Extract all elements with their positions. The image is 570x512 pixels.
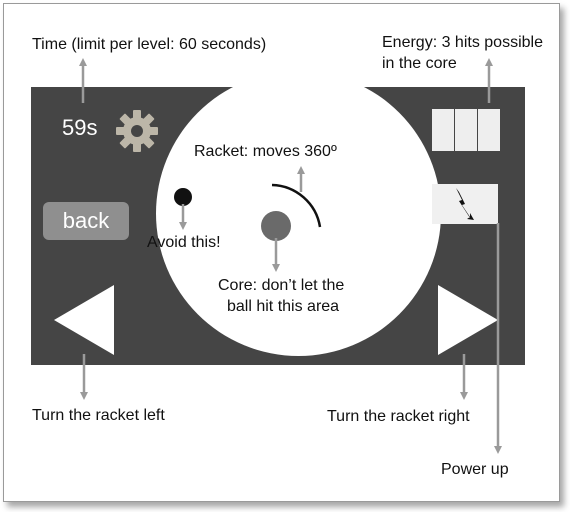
core-annotation-line1: Core: don’t let the: [218, 277, 345, 294]
energy-segment: [478, 109, 500, 151]
timer-display: 59s: [62, 115, 98, 140]
energy-segment: [432, 109, 454, 151]
turn-right-annotation: Turn the racket right: [327, 408, 470, 425]
triangle-right-icon[interactable]: [438, 285, 500, 355]
triangle-left-icon[interactable]: [54, 285, 116, 355]
game-screen: 59s back: [31, 71, 525, 365]
energy-segment: [455, 109, 477, 151]
time-annotation: Time (limit per level: 60 seconds): [32, 36, 267, 53]
gear-icon[interactable]: [113, 107, 161, 155]
avoid-annotation: Avoid this!: [147, 234, 221, 251]
back-button[interactable]: back: [43, 202, 129, 240]
energy-annotation-line2: in the core: [382, 55, 457, 72]
power-up-annotation: Power up: [441, 461, 509, 478]
turn-left-annotation: Turn the racket left: [32, 407, 165, 424]
lightning-icon: [456, 188, 474, 220]
power-up-button[interactable]: [432, 184, 498, 224]
racket-annotation: Racket: moves 360º: [194, 143, 337, 160]
core-annotation-line2: ball hit this area: [227, 298, 340, 315]
energy-annotation-line1: Energy: 3 hits possible: [382, 34, 543, 51]
